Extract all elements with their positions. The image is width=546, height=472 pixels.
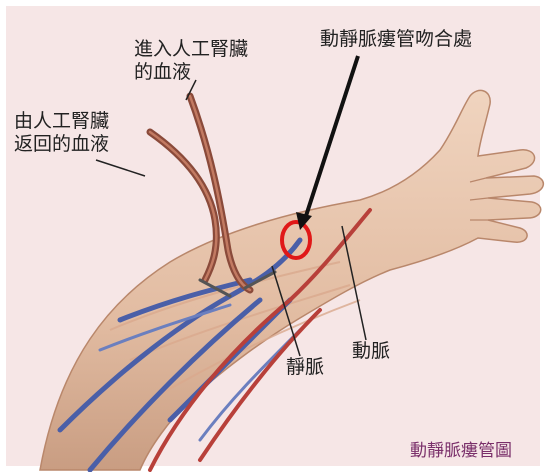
label-into-kidney-line2: 的血液: [134, 61, 248, 84]
label-into-kidney: 進入人工腎臟 的血液: [134, 38, 248, 84]
label-return-from-kidney: 由人工腎臟 返回的血液: [14, 110, 109, 156]
label-into-kidney-line1: 進入人工腎臟: [134, 38, 248, 61]
label-fistula: 動靜脈瘻管吻合處: [320, 28, 472, 51]
label-vein: 靜脈: [286, 356, 324, 379]
label-artery: 動脈: [352, 340, 390, 363]
diagram-caption: 動靜脈瘻管圖: [410, 436, 512, 461]
label-return-line1: 由人工腎臟: [14, 110, 109, 133]
label-return-line2: 返回的血液: [14, 133, 109, 156]
